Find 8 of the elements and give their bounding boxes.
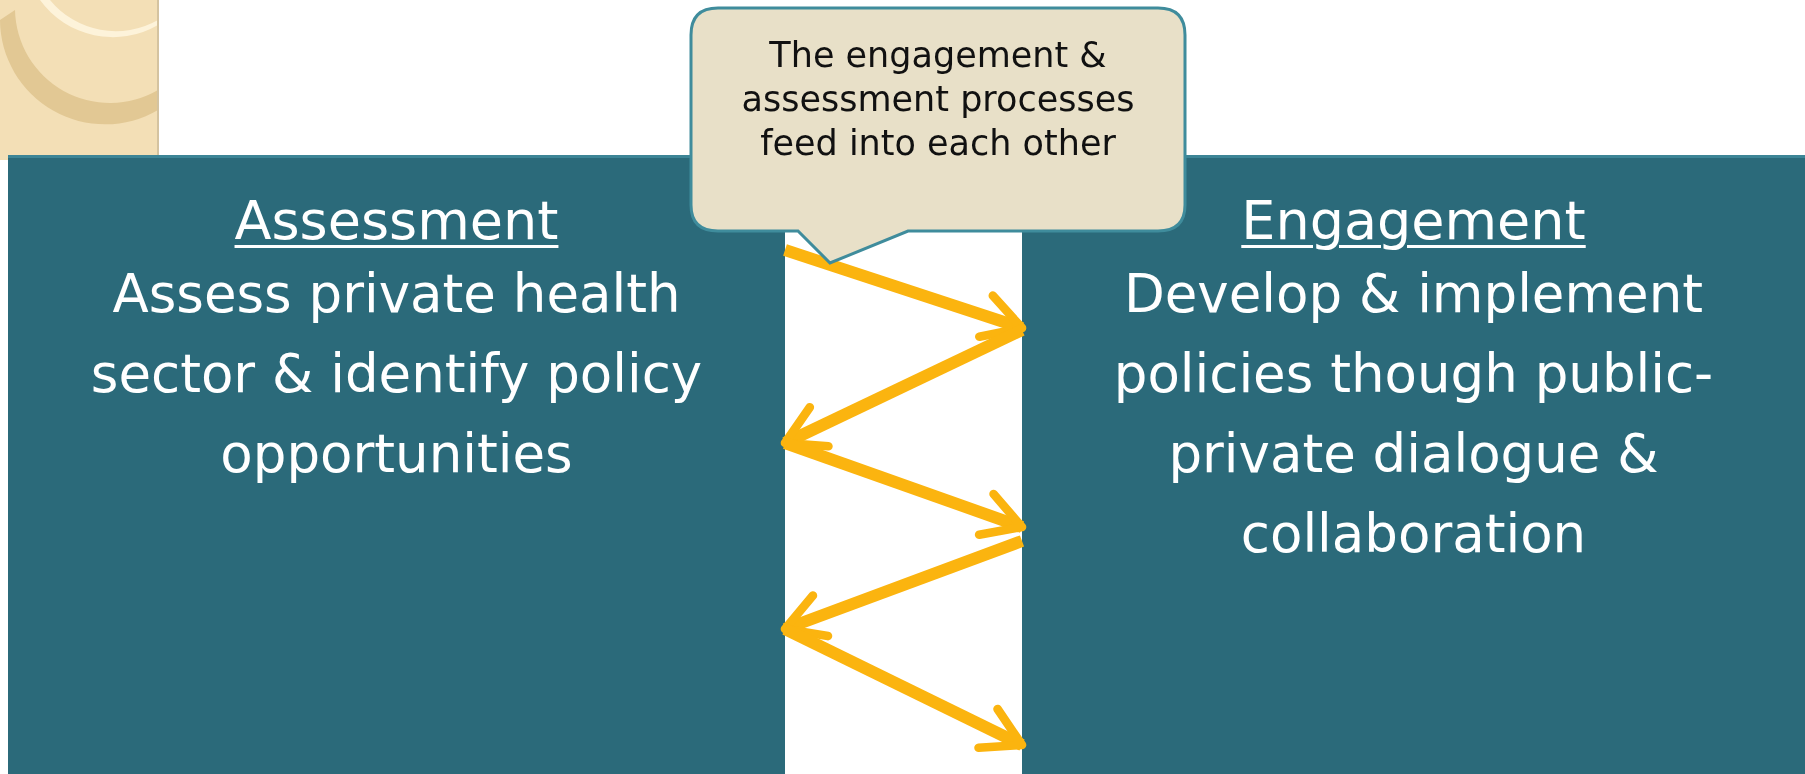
callout-text: The engagement & assessment processes feed into each other (740, 34, 1136, 165)
panel-heading: Assessment (234, 188, 559, 254)
engagement-panel (1022, 155, 1805, 774)
arrow (780, 535, 1025, 641)
panel-text: Develop & implement policies though public-private dialogue & collaboration (1112, 262, 1715, 566)
assessment-panel (8, 155, 785, 774)
panel-heading: Engagement (1241, 188, 1586, 254)
panel-text: Assess private health sector & identify policy opportunities (89, 262, 704, 486)
